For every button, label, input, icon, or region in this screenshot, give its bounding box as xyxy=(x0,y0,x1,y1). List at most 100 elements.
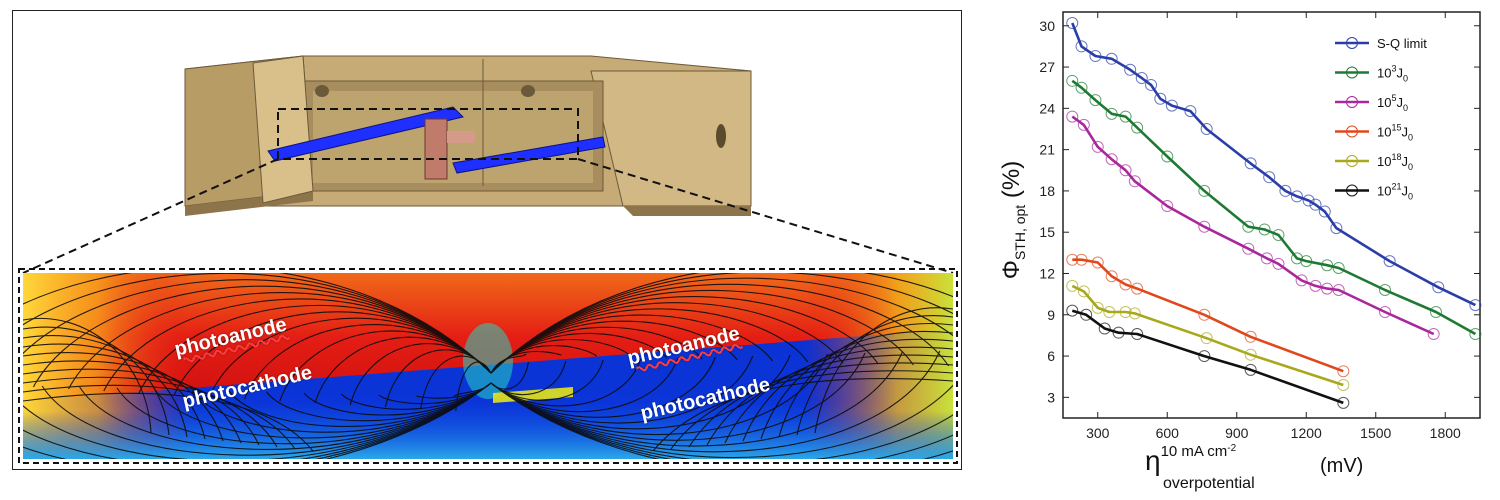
data-point xyxy=(1075,253,1088,266)
legend-marker xyxy=(1346,96,1358,108)
data-point xyxy=(1075,81,1088,94)
data-point xyxy=(1263,171,1276,184)
x-tick-label: 1800 xyxy=(1430,425,1461,441)
x-tick-label: 1500 xyxy=(1360,425,1391,441)
y-tick-label: 30 xyxy=(1039,18,1055,34)
data-point xyxy=(1244,330,1257,343)
zoom-line-right xyxy=(577,158,954,274)
data-point xyxy=(1244,348,1257,361)
data-point xyxy=(1295,274,1308,287)
data-point xyxy=(1244,363,1257,376)
data-point xyxy=(1131,328,1144,341)
legend-label: 1015J0 xyxy=(1377,123,1413,143)
data-point xyxy=(1165,99,1178,112)
legend-label: 103J0 xyxy=(1377,64,1408,84)
data-point xyxy=(1077,118,1090,131)
data-point xyxy=(1091,140,1104,153)
data-point xyxy=(1200,332,1213,345)
data-point xyxy=(1318,205,1331,218)
y-tick-label: 6 xyxy=(1047,348,1055,364)
series-line xyxy=(1071,22,1476,307)
series-line xyxy=(1071,79,1477,336)
data-point xyxy=(1427,328,1440,341)
data-point xyxy=(1105,153,1118,166)
data-point xyxy=(1242,220,1255,233)
legend-marker xyxy=(1346,125,1358,138)
zoom-box xyxy=(277,108,579,160)
x-axis-label-unit: (mV) xyxy=(1320,455,1363,477)
data-point xyxy=(1429,306,1442,319)
data-point xyxy=(1098,322,1111,335)
data-point xyxy=(1119,278,1132,291)
data-point xyxy=(1198,308,1211,321)
zoom-line-left xyxy=(22,158,279,274)
data-point xyxy=(1075,40,1088,53)
data-point xyxy=(1161,150,1174,163)
data-point xyxy=(1337,365,1350,378)
data-point xyxy=(1379,306,1392,319)
y-tick-label: 12 xyxy=(1039,265,1055,281)
data-point xyxy=(1184,105,1197,118)
y-tick-label: 9 xyxy=(1047,307,1055,323)
data-point xyxy=(1198,184,1211,197)
legend-marker xyxy=(1346,37,1358,49)
data-point xyxy=(1124,63,1137,76)
data-point xyxy=(1337,396,1350,409)
field-simulation xyxy=(18,268,958,464)
data-point xyxy=(1135,72,1148,85)
data-point xyxy=(1279,184,1292,197)
legend-marker xyxy=(1346,66,1358,79)
series-line xyxy=(1071,284,1344,387)
data-point xyxy=(1383,255,1396,268)
data-point xyxy=(1290,252,1303,265)
y-tick-label: 18 xyxy=(1039,183,1055,199)
legend-label: 105J0 xyxy=(1377,93,1408,113)
data-point xyxy=(1469,328,1482,341)
y-tick-label: 27 xyxy=(1039,59,1055,75)
series-1 xyxy=(1066,74,1482,341)
data-point xyxy=(1330,222,1343,235)
data-point xyxy=(1080,308,1093,321)
electrodes xyxy=(267,106,606,180)
y-tick-label: 3 xyxy=(1047,389,1055,405)
series-line xyxy=(1072,258,1344,373)
x-axis-label: η10 mA cm-2 xyxy=(1145,443,1237,476)
data-point xyxy=(1128,175,1141,188)
data-point xyxy=(1089,50,1102,63)
data-point xyxy=(1272,257,1285,270)
data-point xyxy=(1300,255,1313,268)
data-point xyxy=(1066,253,1079,266)
data-point xyxy=(1119,110,1132,123)
data-point xyxy=(1332,261,1345,274)
data-point xyxy=(1379,284,1392,297)
x-tick-label: 300 xyxy=(1086,425,1110,441)
data-point xyxy=(1309,279,1322,292)
data-point xyxy=(1302,194,1315,207)
data-point xyxy=(1105,270,1118,283)
data-point xyxy=(1337,378,1350,391)
data-point xyxy=(1131,121,1144,134)
data-point xyxy=(1066,279,1079,292)
data-point xyxy=(1258,223,1271,236)
data-point xyxy=(1198,350,1211,363)
y-tick-label: 24 xyxy=(1039,100,1055,116)
data-point xyxy=(1260,252,1273,265)
data-point xyxy=(1089,94,1102,107)
data-point xyxy=(1145,78,1158,91)
data-point xyxy=(1242,242,1255,255)
x-tick-label: 1200 xyxy=(1291,425,1322,441)
data-point xyxy=(1131,282,1144,295)
data-point xyxy=(1105,52,1118,65)
data-point xyxy=(1103,306,1116,319)
data-point xyxy=(1119,306,1132,319)
data-point xyxy=(1128,307,1141,320)
series-line xyxy=(1071,309,1344,405)
data-point xyxy=(1066,304,1079,317)
data-point xyxy=(1469,299,1482,312)
data-point xyxy=(1200,122,1213,135)
data-point xyxy=(1244,157,1257,170)
data-point xyxy=(1091,256,1104,269)
series-0 xyxy=(1066,17,1482,312)
